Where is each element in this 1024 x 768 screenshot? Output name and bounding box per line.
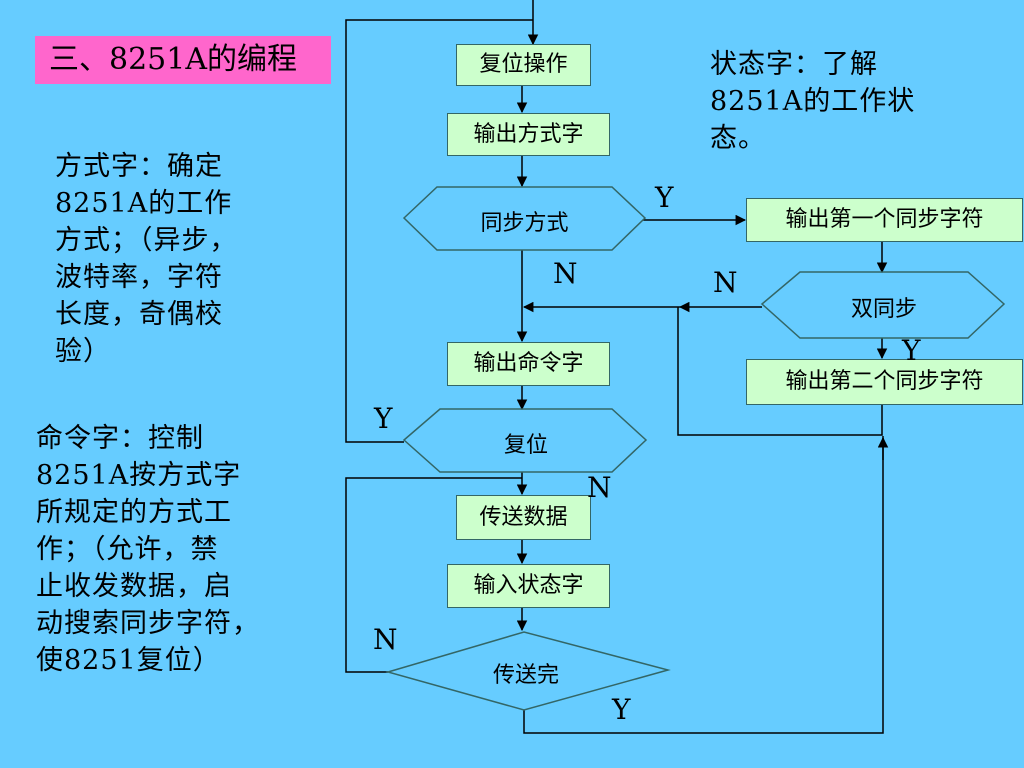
double-sync-hexagon (760, 271, 1006, 339)
status-word-note: 状态字：了解 8251A的工作状 态。 (710, 49, 916, 154)
mode-word-note: 方式字：确定 8251A的工作 方式；（异步， 波特率，字符 长度，奇偶校 验） (55, 151, 238, 367)
reset-no-label: N (587, 471, 612, 504)
send-done-no-label: N (373, 623, 398, 656)
sync-mode-label: 同步方式 (480, 211, 569, 236)
sync-no-label: N (553, 257, 578, 290)
sync-mode-hexagon (402, 186, 647, 251)
output-mode-word-box: 输出方式字 (447, 113, 610, 156)
send-done-label: 传送完 (492, 663, 559, 688)
output-command-word-box: 输出命令字 (447, 342, 610, 386)
double-sync-label: 双同步 (850, 297, 917, 322)
send-done-yes-label: Y (612, 693, 631, 726)
reset-hexagon (402, 408, 648, 473)
send-done-hexagon (385, 631, 671, 711)
reset-operation-box: 复位操作 (456, 44, 591, 86)
reset-yes-label: Y (374, 402, 393, 435)
output-second-sync-char-box: 输出第二个同步字符 (746, 359, 1023, 405)
command-word-note: 命令字：控制 8251A按方式字 所规定的方式工 作；（允许，禁 止收发数据，启… (36, 423, 260, 676)
output-first-sync-char-box: 输出第一个同步字符 (746, 198, 1023, 242)
page-title: 三、8251A的编程 (35, 36, 331, 84)
double-sync-yes-label: Y (902, 334, 921, 367)
sync-yes-label: Y (655, 181, 674, 214)
double-sync-no-label: N (713, 266, 738, 299)
reset-label: 复位 (503, 433, 548, 458)
send-data-box: 传送数据 (456, 495, 591, 540)
input-status-word-box: 输入状态字 (447, 564, 610, 608)
